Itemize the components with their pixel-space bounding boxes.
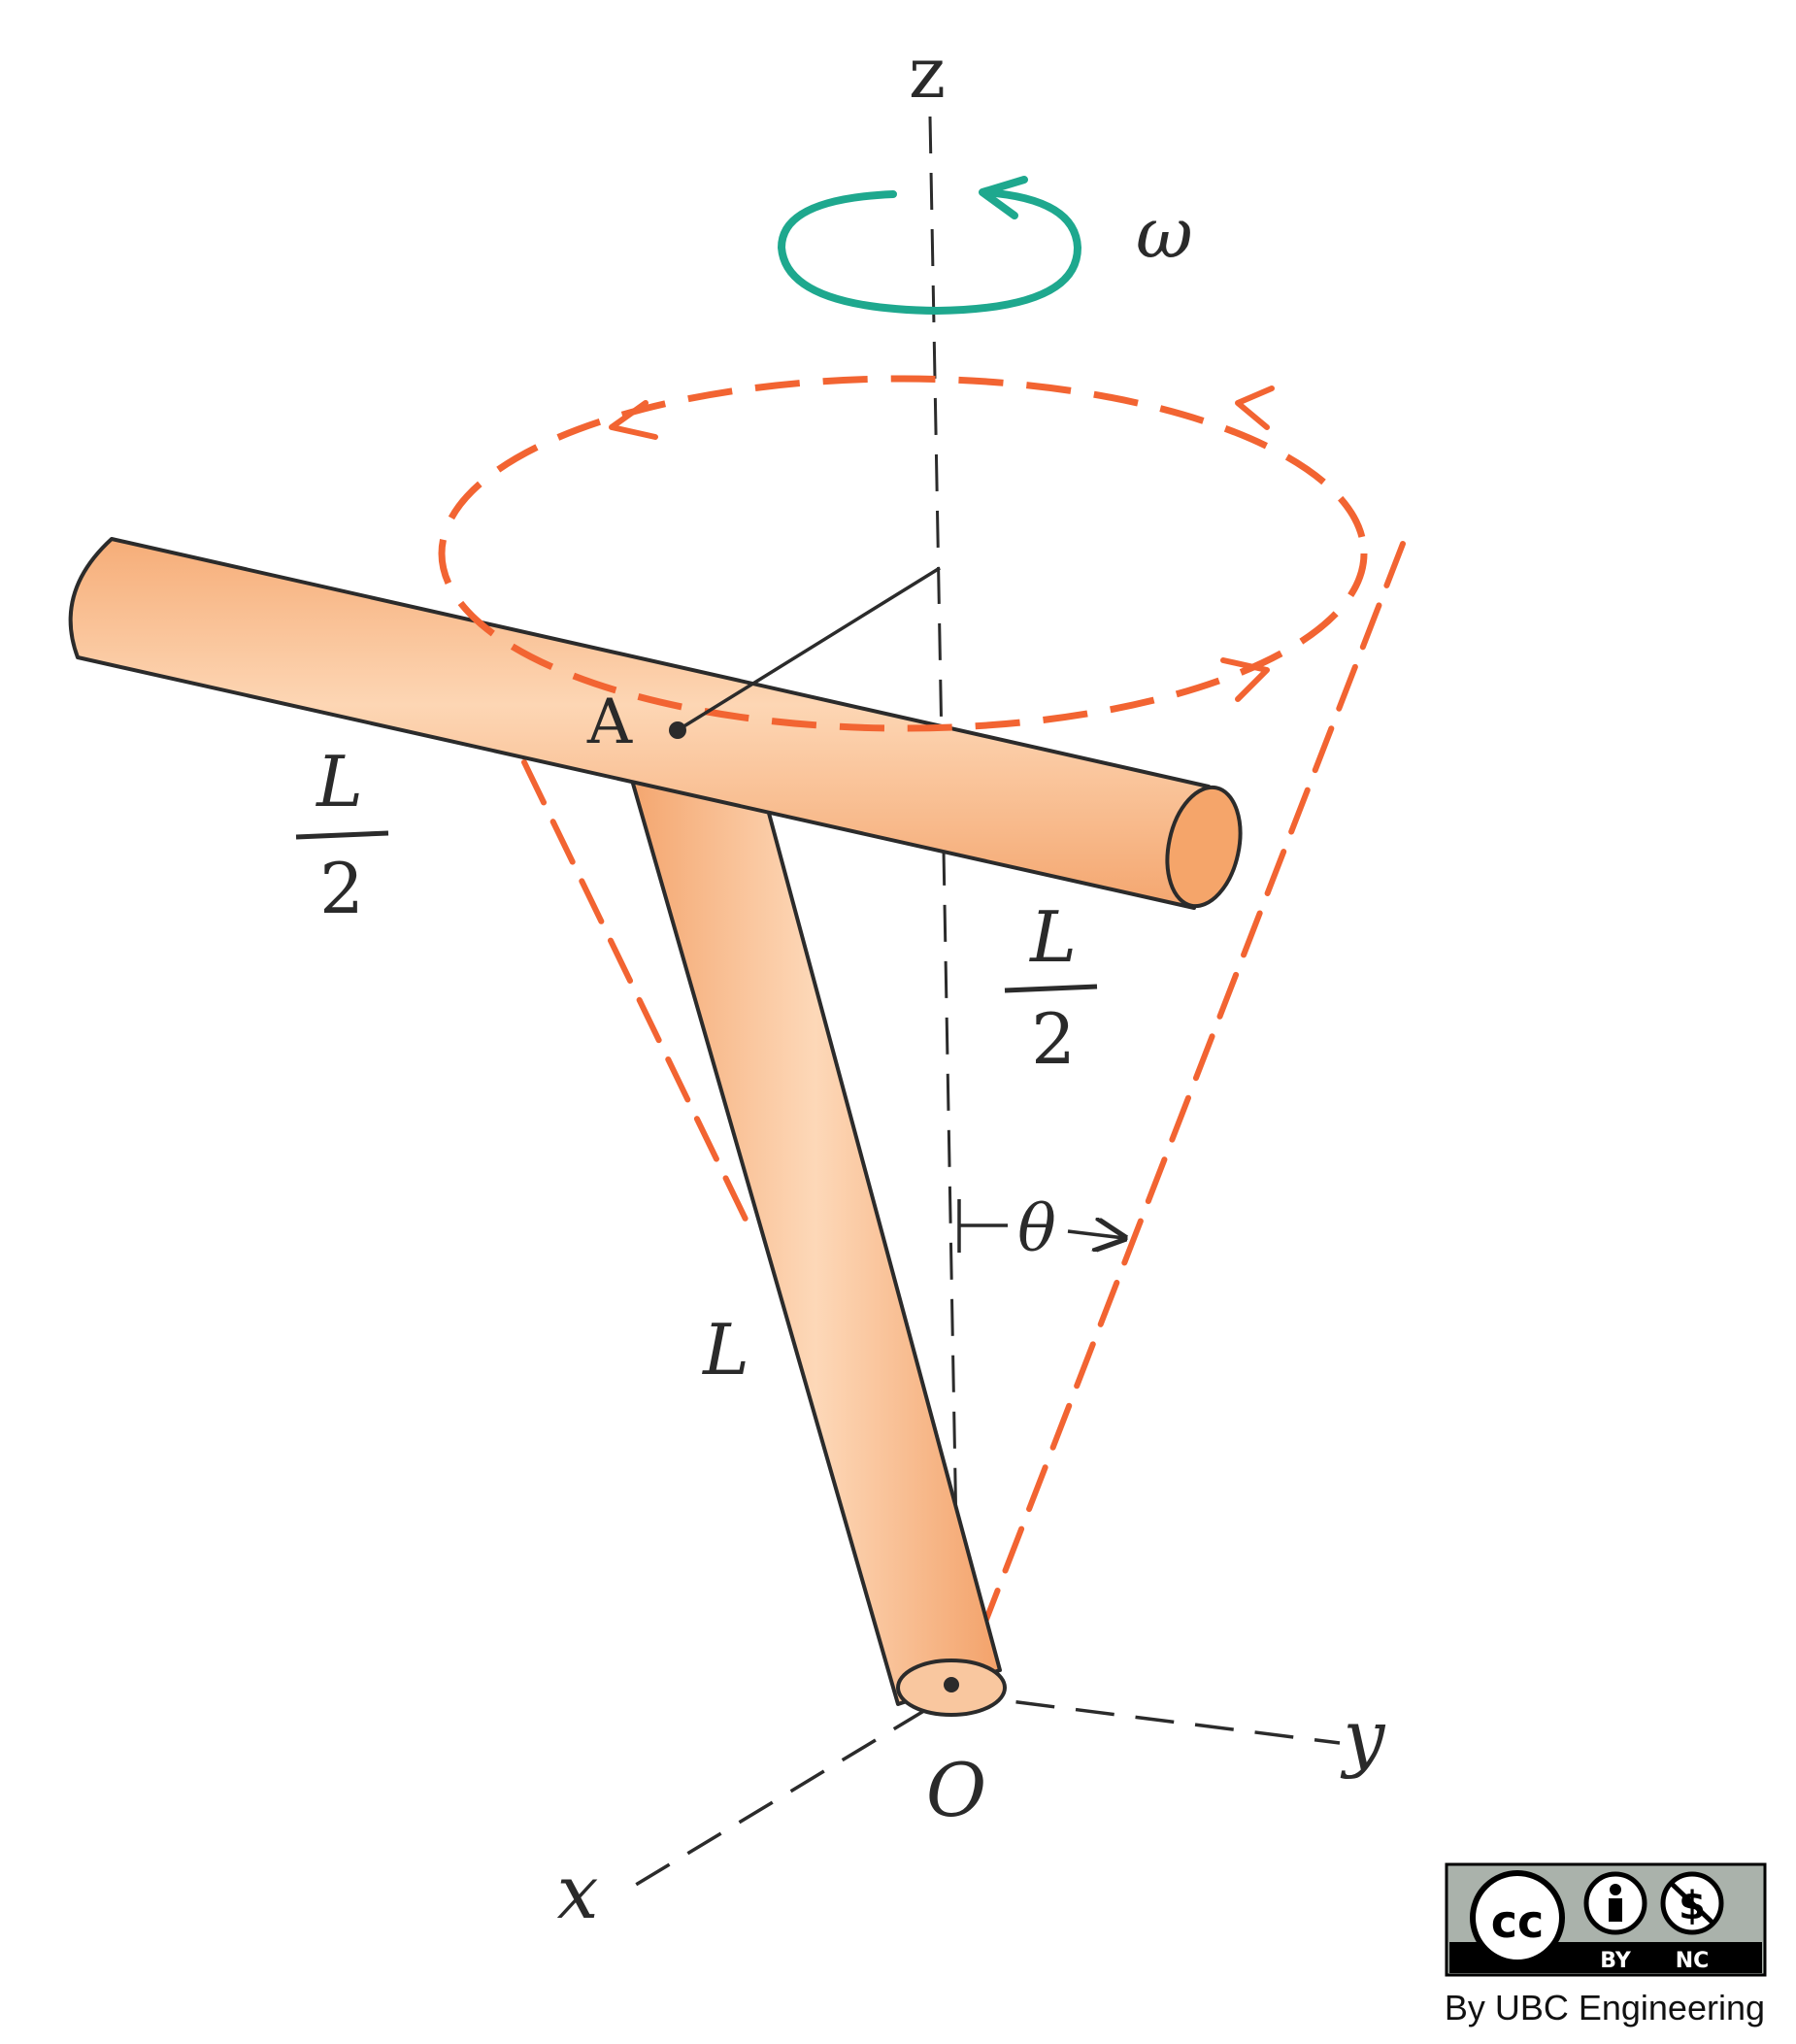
license-badge: cc $ BY NC bbox=[1445, 1862, 1767, 1977]
non-commercial-dollar-icon: $ bbox=[1660, 1871, 1724, 1935]
svg-text:cc: cc bbox=[1491, 1895, 1545, 1948]
half-length-right-bar bbox=[1004, 984, 1098, 993]
orbit-arrow-icon bbox=[609, 400, 658, 440]
y-axis-line bbox=[955, 1692, 1341, 1745]
z-axis-line bbox=[928, 116, 961, 1691]
origin-label: O bbox=[926, 1747, 986, 1833]
cone-right-edge bbox=[958, 541, 1406, 1688]
orbit-arrow-icon bbox=[1235, 385, 1275, 430]
y-axis-label: y bbox=[1341, 1693, 1386, 1780]
half-length-left-numerator: L bbox=[315, 741, 363, 822]
omega-arrowhead-icon bbox=[979, 176, 1028, 219]
theta-arrow bbox=[1067, 1231, 1124, 1238]
creative-commons-icon: cc bbox=[1470, 1870, 1565, 1965]
orbit-circle bbox=[438, 375, 1368, 732]
a-to-axis-line bbox=[677, 566, 941, 732]
half-length-right-numerator: L bbox=[1028, 896, 1077, 978]
orbit-arrow-icon bbox=[1220, 657, 1270, 702]
half-length-right-denominator: 2 bbox=[1031, 998, 1076, 1080]
rod-length-label: L bbox=[701, 1309, 749, 1391]
license-by-text: BY bbox=[1600, 1949, 1632, 1973]
half-length-left-bar bbox=[295, 830, 389, 840]
x-axis-line bbox=[620, 1707, 928, 1895]
license-nc-text: NC bbox=[1676, 1949, 1710, 1973]
origin-dot bbox=[944, 1677, 959, 1692]
point-a-label: A bbox=[586, 687, 633, 758]
omega-rotation-icon bbox=[777, 188, 1082, 316]
z-axis-label: z bbox=[909, 32, 946, 114]
omega-label: ω bbox=[1136, 192, 1193, 274]
rod-crossbar bbox=[68, 537, 1211, 910]
credit-text: By UBC Engineering bbox=[1445, 1988, 1765, 2027]
point-a-dot bbox=[669, 721, 686, 739]
cone-left-edge bbox=[521, 759, 755, 1236]
rod-crossbar-end bbox=[1165, 785, 1243, 909]
half-length-left-denominator: 2 bbox=[319, 848, 364, 929]
x-axis-label: x bbox=[557, 1849, 599, 1935]
attribution-person-icon bbox=[1583, 1871, 1647, 1935]
theta-label: θ bbox=[1017, 1191, 1056, 1266]
